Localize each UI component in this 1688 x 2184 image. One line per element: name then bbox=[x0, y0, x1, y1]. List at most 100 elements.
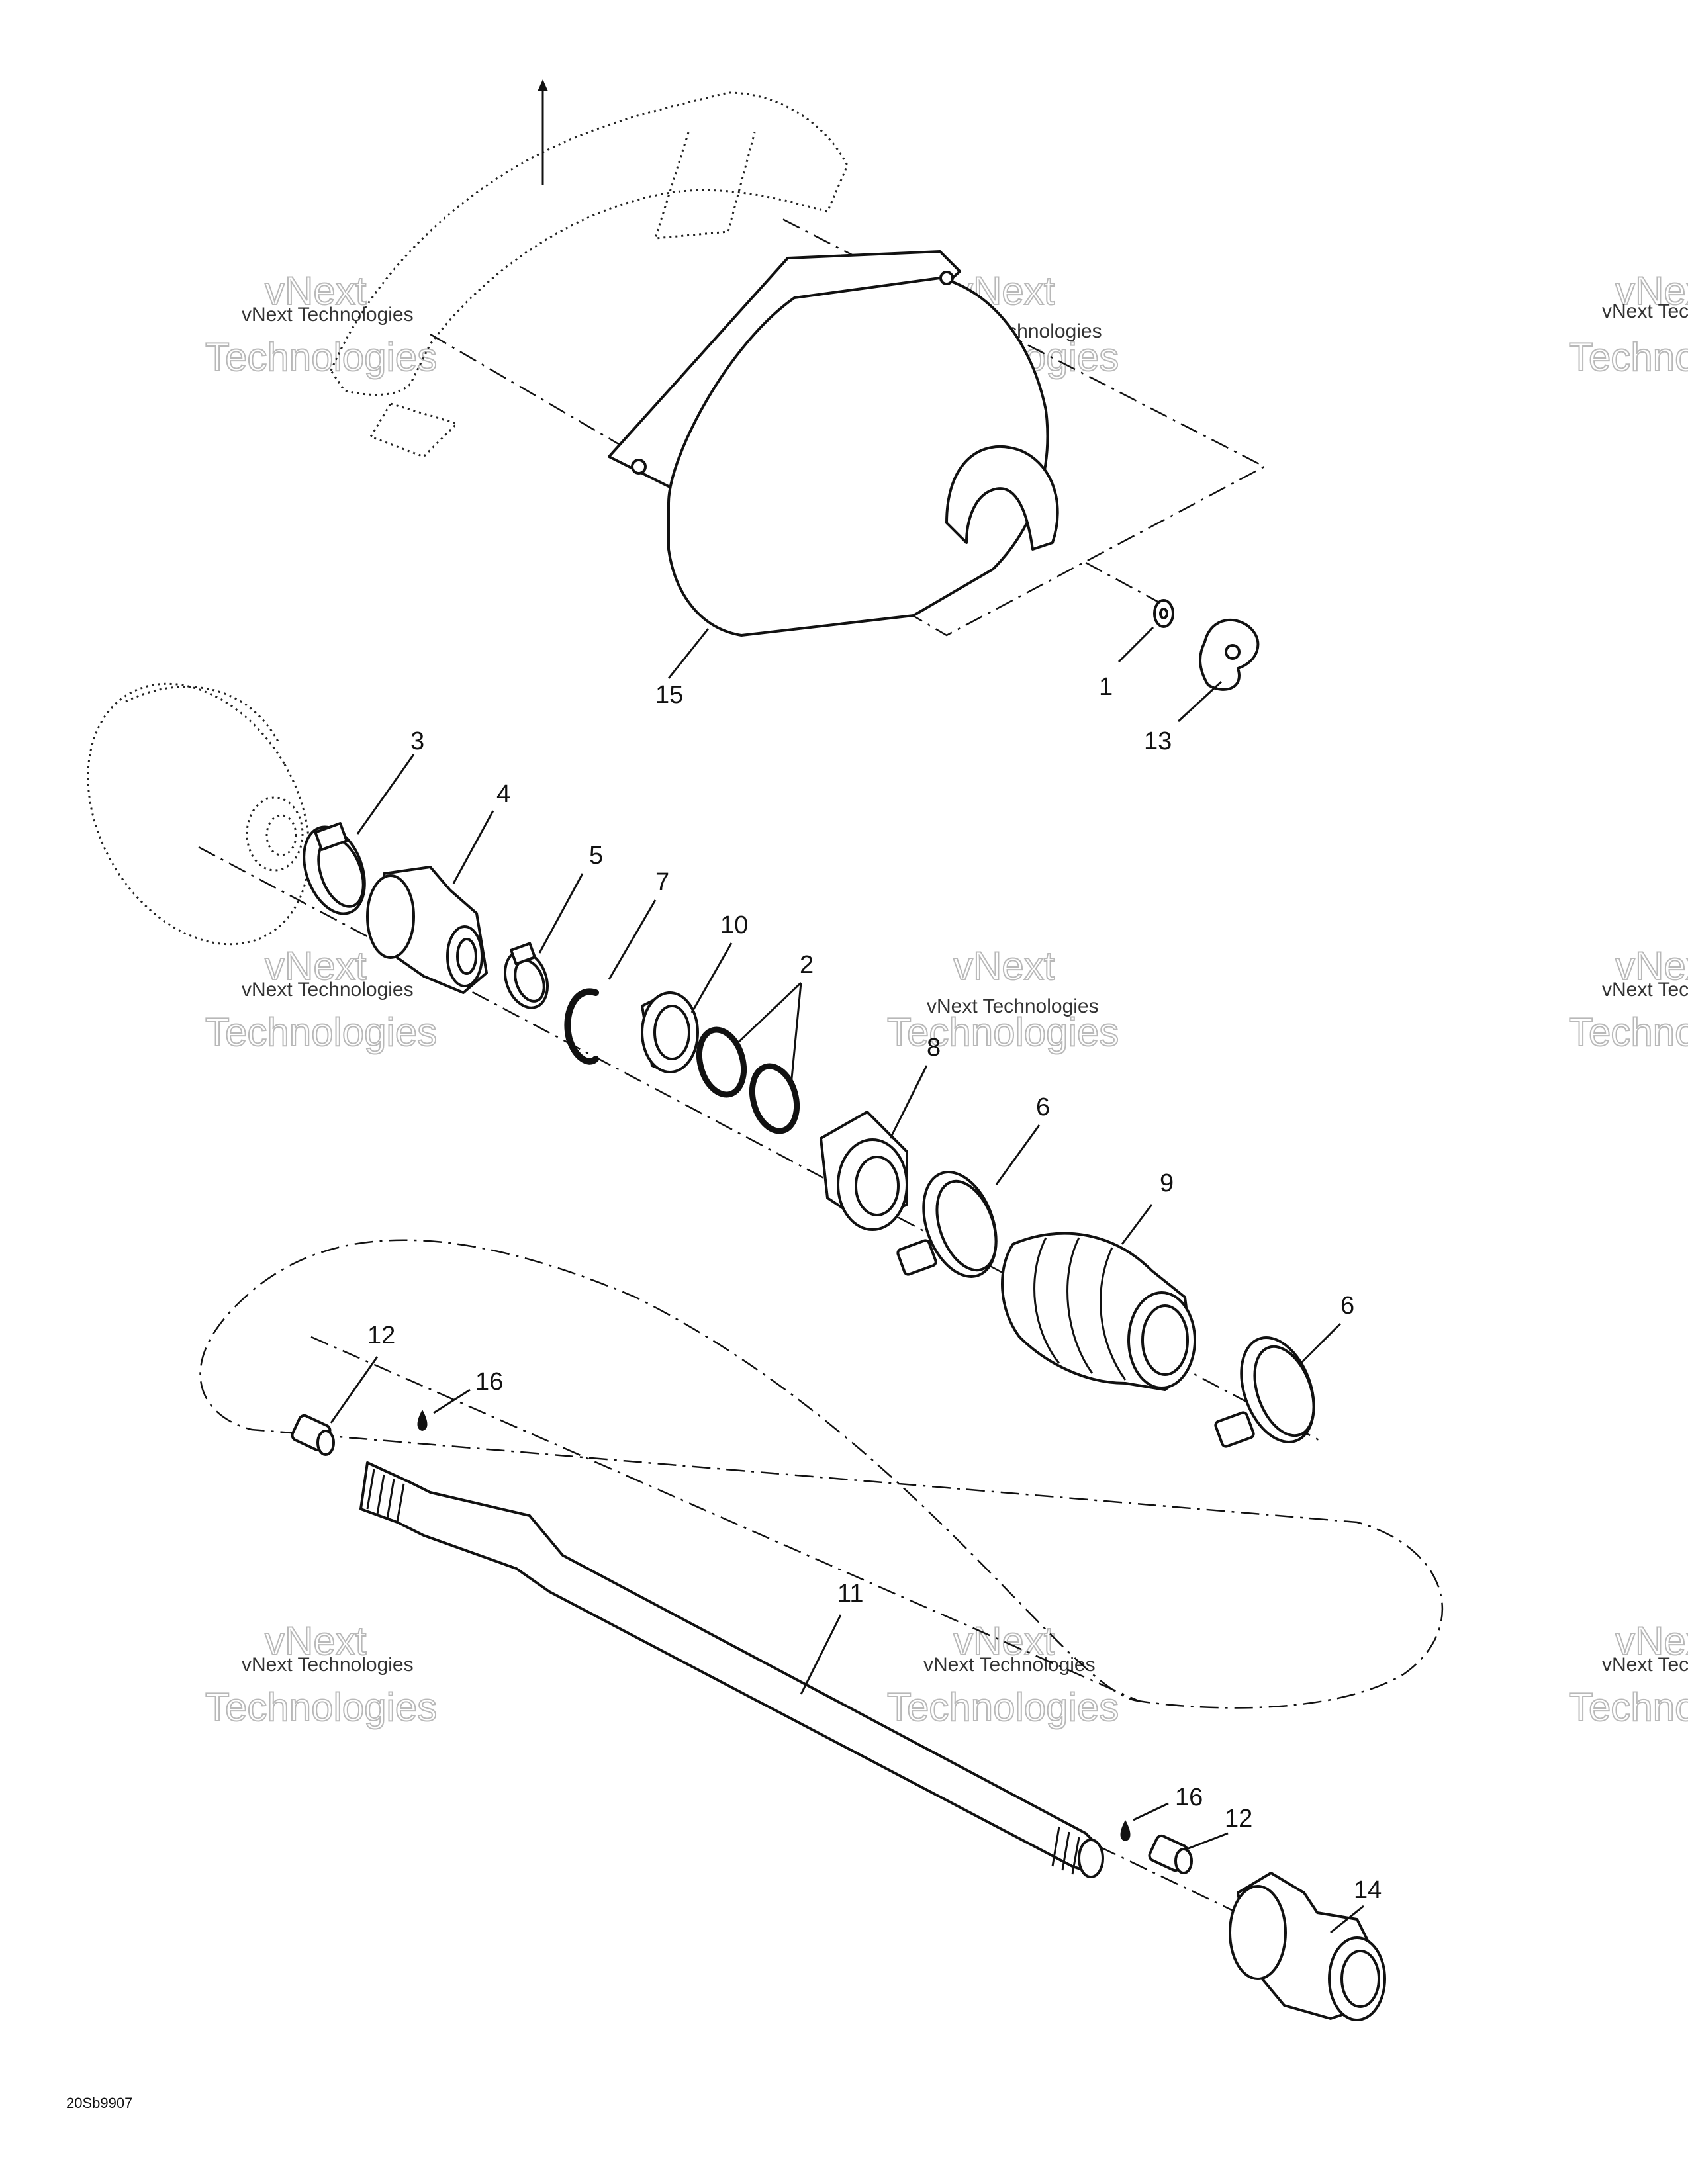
callout-12-lower: 12 bbox=[1225, 1805, 1252, 1833]
watermark-technologies: Technologies bbox=[205, 1685, 437, 1729]
guard-arch-opening bbox=[945, 445, 1059, 551]
hose-clamp-screw bbox=[896, 1239, 937, 1276]
watermark-vnext: vNext bbox=[1615, 269, 1688, 313]
boot-end-bore bbox=[1141, 1304, 1189, 1376]
callouts: 15 1 13 3 4 5 7 10 2 8 6 9 6 12 16 11 16… bbox=[367, 673, 1382, 1904]
leader-2 bbox=[733, 981, 802, 1086]
callout-3: 3 bbox=[410, 727, 424, 755]
shaft-splines-front bbox=[366, 1469, 405, 1523]
watermark-label: vNext Technologies bbox=[242, 1654, 414, 1676]
shaft-splines-rear bbox=[1051, 1826, 1080, 1875]
flange-hub-bore bbox=[265, 814, 297, 856]
part-13-wing-nut bbox=[1199, 619, 1260, 691]
bracket-foot bbox=[369, 402, 459, 458]
leader-14 bbox=[1330, 1905, 1364, 1934]
callout-6-lower: 6 bbox=[1340, 1292, 1354, 1320]
plug-end bbox=[316, 1430, 335, 1456]
part-3-clamp bbox=[303, 822, 366, 915]
hose-clamp-inner bbox=[935, 1179, 998, 1272]
part-12-plug-b bbox=[1148, 1834, 1193, 1874]
leader-12a bbox=[330, 1356, 379, 1424]
shaft-rear-end bbox=[1078, 1839, 1104, 1878]
callout-6-upper: 6 bbox=[1036, 1093, 1050, 1121]
watermark-technologies: Technologies bbox=[887, 1685, 1119, 1729]
part-5-small-clamp bbox=[504, 942, 549, 1009]
flange-rim bbox=[125, 686, 279, 742]
watermark-label: vNext Technologies bbox=[242, 979, 414, 1001]
callout-8: 8 bbox=[927, 1034, 941, 1062]
housing-front-face bbox=[366, 874, 415, 959]
watermark-technologies: Technologies bbox=[205, 335, 437, 379]
part-9-boot bbox=[1001, 1232, 1196, 1391]
callout-7: 7 bbox=[655, 868, 669, 896]
drawing-code: 20Sb9907 bbox=[66, 2095, 132, 2111]
part-7-circlip bbox=[564, 988, 599, 1065]
bracket-outline bbox=[330, 91, 849, 396]
watermark-vnext: vNext bbox=[1615, 1619, 1688, 1663]
leader-3 bbox=[356, 754, 415, 835]
callout-16-lower: 16 bbox=[1175, 1784, 1203, 1811]
engine-flange-outline bbox=[87, 682, 310, 946]
watermark-technologies: Technologies bbox=[1569, 1685, 1688, 1729]
hull-bracket bbox=[330, 79, 849, 458]
sleeve-bore bbox=[1340, 1950, 1380, 2008]
part-11-drive-shaft bbox=[359, 1461, 1104, 1878]
callout-2: 2 bbox=[800, 951, 814, 979]
leader-10 bbox=[690, 942, 733, 1013]
part-6-hose-clamp-b bbox=[1214, 1336, 1315, 1448]
plug-end bbox=[1174, 1848, 1193, 1874]
part-14-sleeve bbox=[1229, 1872, 1386, 2021]
bracket-detail bbox=[541, 119, 756, 240]
watermark-technologies: Technologies bbox=[1569, 1010, 1688, 1054]
guard-bolt-hole bbox=[631, 459, 647, 475]
leader-15 bbox=[667, 628, 710, 679]
callout-1: 1 bbox=[1099, 673, 1113, 701]
leader-1 bbox=[1117, 626, 1154, 663]
flange-hub bbox=[246, 796, 304, 872]
part-16-grease-a bbox=[417, 1410, 428, 1431]
watermark-label: vNext Technologies bbox=[927, 995, 1099, 1017]
leader-lines bbox=[330, 626, 1364, 1934]
part-12-plug-a bbox=[291, 1414, 335, 1456]
callout-10: 10 bbox=[720, 911, 748, 939]
part-6-hose-clamp-a bbox=[896, 1171, 998, 1278]
o-ring-1 bbox=[696, 1026, 747, 1098]
nut-axis-line bbox=[1085, 561, 1166, 607]
seal-bore bbox=[653, 1005, 690, 1060]
watermark-technologies: Technologies bbox=[205, 1010, 437, 1054]
circlip-ring bbox=[564, 988, 599, 1065]
callout-12-upper: 12 bbox=[367, 1322, 395, 1349]
watermark-label: vNext Technologies bbox=[923, 1654, 1096, 1676]
leader-16a bbox=[433, 1388, 471, 1414]
callout-15: 15 bbox=[655, 681, 683, 709]
leader-16b bbox=[1133, 1802, 1169, 1821]
bushing-bore bbox=[855, 1156, 900, 1216]
shaft-removal-loop bbox=[199, 1239, 1444, 1709]
hose-clamp-inner bbox=[1253, 1345, 1315, 1437]
callout-11: 11 bbox=[837, 1580, 863, 1608]
hose-clamp-screw bbox=[1214, 1411, 1255, 1448]
flange-outline bbox=[87, 682, 310, 946]
callout-9: 9 bbox=[1160, 1169, 1174, 1197]
callout-16-upper: 16 bbox=[475, 1368, 503, 1396]
leader-7 bbox=[608, 899, 657, 980]
leader-6b bbox=[1299, 1322, 1342, 1365]
watermark-vnext: vNext bbox=[265, 1619, 367, 1663]
callout-13: 13 bbox=[1144, 727, 1172, 755]
part-15-guard bbox=[608, 250, 1059, 637]
sleeve-flange bbox=[1229, 1885, 1287, 1980]
callout-5: 5 bbox=[589, 842, 603, 870]
callout-4: 4 bbox=[496, 780, 510, 808]
part-8-bushing bbox=[820, 1111, 908, 1231]
guard-bolt-hole bbox=[939, 271, 954, 285]
leader-13 bbox=[1177, 680, 1223, 723]
housing-bore bbox=[456, 938, 477, 975]
up-arrow-icon bbox=[538, 79, 548, 91]
watermark-vnext: vNext bbox=[265, 269, 367, 313]
small-clamp-ear bbox=[510, 942, 536, 966]
washer-inner bbox=[1159, 608, 1168, 619]
boot-folds bbox=[1033, 1237, 1127, 1381]
watermark-vnext: vNext bbox=[953, 944, 1055, 988]
part-1-washer bbox=[1153, 599, 1174, 628]
